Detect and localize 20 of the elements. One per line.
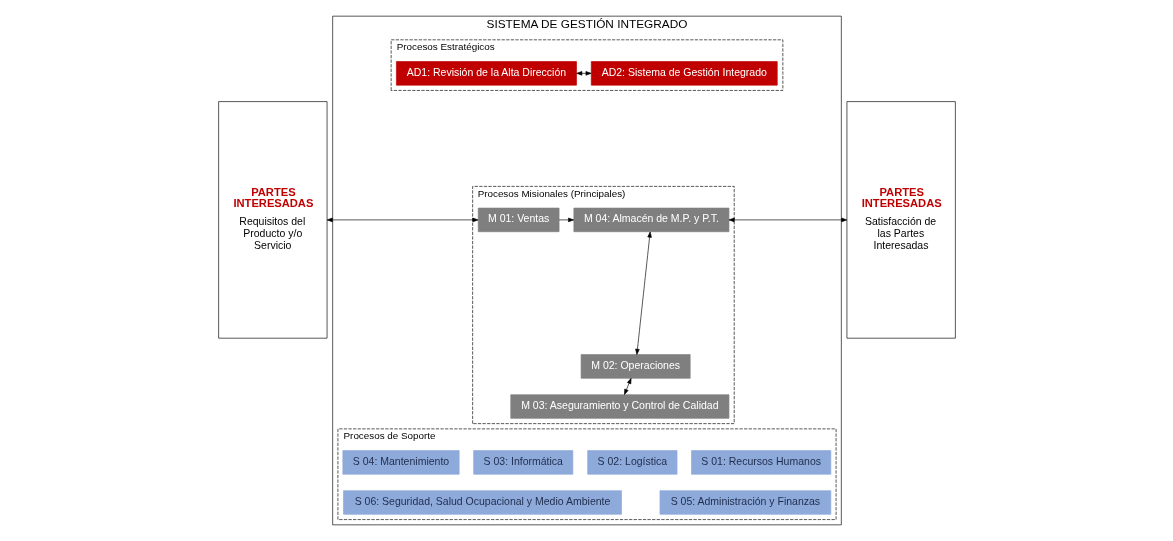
node-box: M 03: Aseguramiento y Control de Calidad (509, 394, 729, 419)
node-box: S 05: Administración y Finanzas (659, 490, 831, 515)
node-box: S 02: Logística (586, 450, 677, 475)
arrow (575, 71, 591, 76)
arrow (728, 217, 847, 223)
node-box: S 06: Seguridad, Salud Ocupacional y Medio Ambiente (342, 490, 622, 515)
node-box: S 04: Mantenimiento (342, 450, 459, 475)
node-box: AD1: Revisión de la Alta Dirección (395, 61, 577, 86)
node-box: S 03: Informática (472, 450, 573, 475)
node-box: M 04: Almacén de M.P. y P.T. (573, 207, 729, 233)
node-box: PARTES INTERESADAS Satisfacción de las Partes Interesadas (846, 101, 956, 339)
node-box: PARTES INTERESADAS Requisitos del Producto y/o Servicio (217, 101, 327, 339)
arrow (558, 217, 574, 223)
arrow (623, 378, 631, 395)
node-box: M 02: Operaciones (580, 354, 690, 379)
arrow (634, 231, 652, 355)
node-box: S 01: Recursos Humanos (690, 450, 831, 475)
node-box: AD2: Sistema de Gestión Integrado (590, 61, 778, 86)
arrow (326, 217, 478, 223)
node-box: M 01: Ventas (477, 207, 559, 233)
